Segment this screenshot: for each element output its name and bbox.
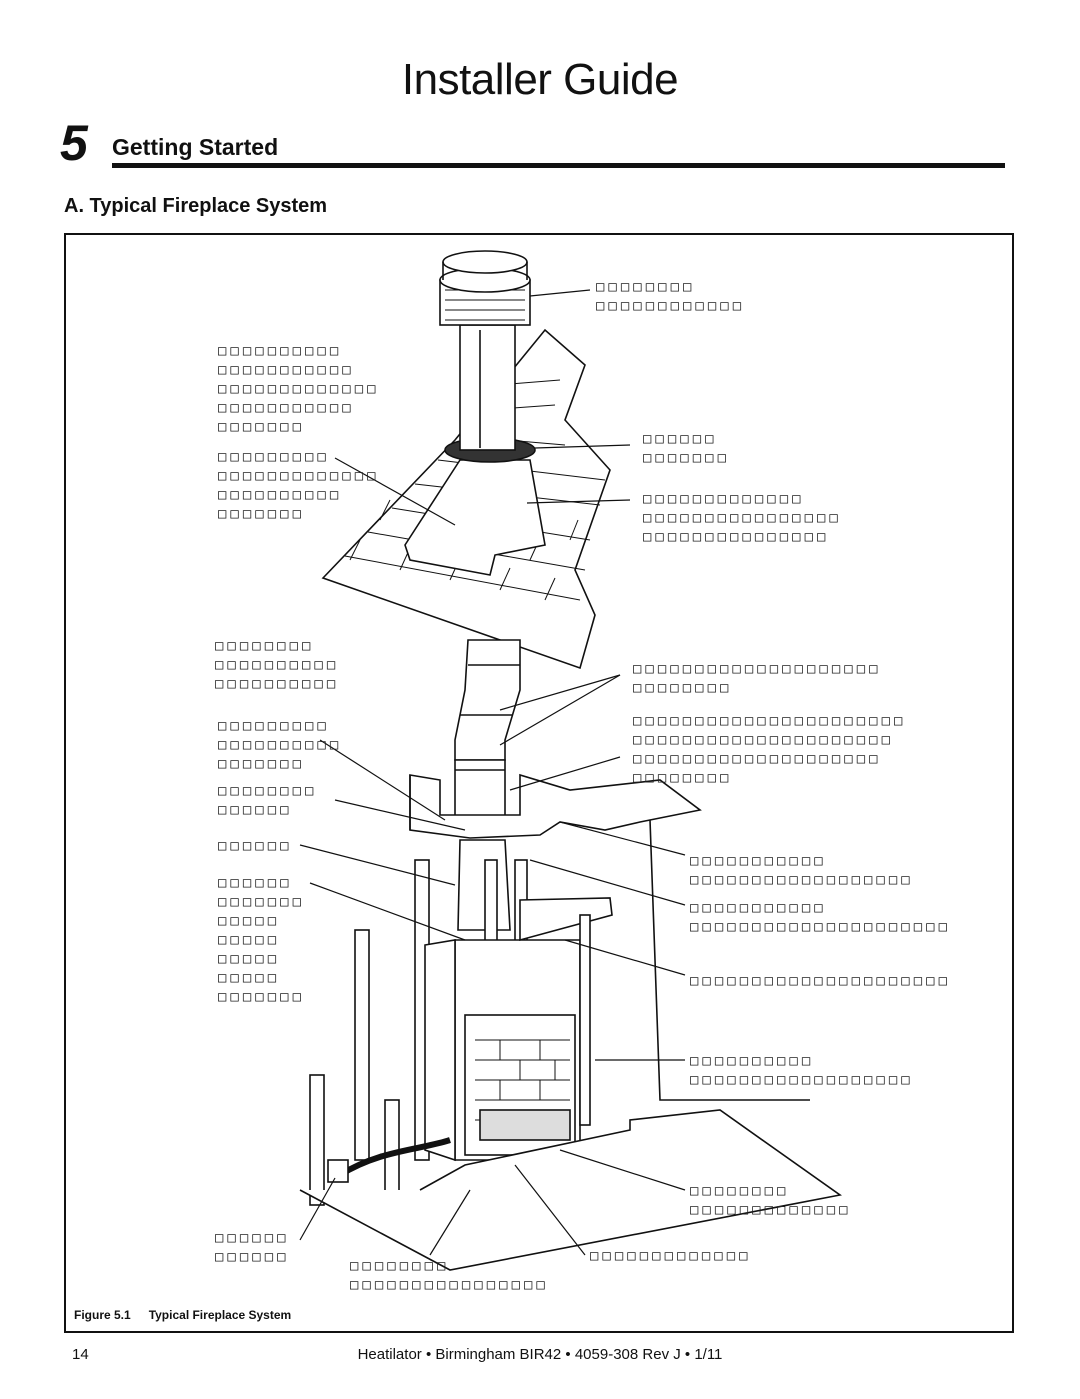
svg-text:□□□□□□□□: □□□□□□□□: [633, 680, 732, 696]
figure-frame: [64, 233, 1014, 1333]
svg-text:□□□□□□□: □□□□□□□: [218, 756, 305, 772]
svg-text:□□□□□□□□□□: □□□□□□□□□□: [215, 676, 339, 692]
svg-text:□□□□□□□□□□□□□□□□□□□□□: □□□□□□□□□□□□□□□□□□□□□: [690, 919, 951, 935]
svg-text:□□□□□□□□□: □□□□□□□□□: [218, 718, 330, 734]
svg-text:□□□□□□□□□□□□□: □□□□□□□□□□□□□: [590, 1248, 752, 1264]
page-footer: Heatilator • Birmingham BIR42 • 4059-308…: [357, 1346, 723, 1363]
svg-text:□□□□□□□: □□□□□□□: [218, 506, 305, 522]
section-rule: [112, 163, 1005, 168]
svg-text:□□□□□□□□□□□□□□□□□□: □□□□□□□□□□□□□□□□□□: [690, 872, 914, 888]
svg-text:□□□□□□□□□□□□□: □□□□□□□□□□□□□: [218, 468, 380, 484]
svg-text:□□□□□□□□: □□□□□□□□: [690, 1183, 789, 1199]
svg-text:□□□□□□: □□□□□□: [215, 1230, 290, 1246]
figure-caption: Figure 5.1 Typical Fireplace System: [74, 1308, 309, 1322]
svg-text:□□□□□□: □□□□□□: [215, 1249, 290, 1265]
svg-text:□□□□□□□□: □□□□□□□□: [218, 783, 317, 799]
svg-text:□□□□□□□□: □□□□□□□□: [633, 770, 732, 786]
svg-text:□□□□□□□□□□□□: □□□□□□□□□□□□: [596, 298, 745, 314]
svg-text:□□□□□□□□: □□□□□□□□: [596, 279, 695, 295]
section-number: 5: [60, 115, 88, 171]
svg-text:□□□□□□□□□: □□□□□□□□□: [218, 449, 330, 465]
svg-text:□□□□□□□□□□□□□□□□: □□□□□□□□□□□□□□□□: [350, 1277, 549, 1293]
svg-text:□□□□□□□: □□□□□□□: [218, 894, 305, 910]
svg-text:□□□□□□□□: □□□□□□□□: [350, 1258, 449, 1274]
svg-text:□□□□□□□: □□□□□□□: [218, 419, 305, 435]
ceiling-firestop: [409, 773, 702, 839]
svg-text:□□□□□□: □□□□□□: [643, 431, 718, 447]
mantel: [519, 897, 613, 942]
page-number: 14: [72, 1346, 89, 1363]
svg-text:□□□□□□□□□□: □□□□□□□□□□: [215, 657, 339, 673]
svg-text:□□□□□□□□□□□: □□□□□□□□□□□: [218, 362, 355, 378]
svg-text:□□□□□□□□□□□□□□□: □□□□□□□□□□□□□□□: [643, 529, 829, 545]
svg-text:□□□□□□□: □□□□□□□: [643, 450, 730, 466]
svg-text:□□□□□□: □□□□□□: [218, 838, 293, 854]
air-duct: [338, 1137, 451, 1178]
svg-text:□□□□□□□□□□□□□□□□□□□□□□: □□□□□□□□□□□□□□□□□□□□□□: [633, 713, 906, 729]
svg-text:□□□□□□□□□□□□□□□□□□□□□: □□□□□□□□□□□□□□□□□□□□□: [633, 732, 894, 748]
svg-text:□□□□□: □□□□□: [218, 932, 280, 948]
svg-text:□□□□□□: □□□□□□: [218, 875, 293, 891]
svg-text:□□□□□: □□□□□: [218, 970, 280, 986]
svg-text:□□□□□□□□□□□□□: □□□□□□□□□□□□□: [643, 491, 805, 507]
svg-text:□□□□□□□: □□□□□□□: [218, 989, 305, 1005]
svg-text:□□□□□□□□□□□□□□□□□□: □□□□□□□□□□□□□□□□□□: [690, 1072, 914, 1088]
svg-text:□□□□□□□□□□□□□: □□□□□□□□□□□□□: [218, 381, 380, 397]
svg-text:□□□□□□□□: □□□□□□□□: [215, 638, 314, 654]
figure-number: Figure 5.1: [74, 1308, 131, 1322]
svg-text:□□□□□□□□□□: □□□□□□□□□□: [218, 343, 342, 359]
svg-text:□□□□□□□□□□□□□: □□□□□□□□□□□□□: [690, 1202, 852, 1218]
svg-text:□□□□□: □□□□□: [218, 951, 280, 967]
grate: [479, 1109, 571, 1141]
svg-text:□□□□□□□□□□□: □□□□□□□□□□□: [218, 400, 355, 416]
svg-text:□□□□□□□□□□: □□□□□□□□□□: [218, 487, 342, 503]
svg-text:□□□□□□□□□□□□□□□□□□□□: □□□□□□□□□□□□□□□□□□□□: [633, 751, 882, 767]
svg-text:□□□□□□□□□□: □□□□□□□□□□: [218, 737, 342, 753]
subheading: A. Typical Fireplace System: [64, 195, 328, 217]
svg-text:□□□□□□□□□□: □□□□□□□□□□: [690, 1053, 814, 1069]
hearth-extension: [299, 1109, 842, 1271]
section-title: Getting Started: [112, 134, 279, 160]
svg-text:□□□□□□□□□□□: □□□□□□□□□□□: [690, 900, 827, 916]
figure-caption-text: Typical Fireplace System: [148, 1308, 292, 1322]
svg-text:□□□□□□□□□□□: □□□□□□□□□□□: [690, 853, 827, 869]
svg-text:□□□□□: □□□□□: [218, 913, 280, 929]
page-title: Installer Guide: [401, 55, 679, 104]
svg-text:□□□□□□□□□□□□□□□□□□□□□: □□□□□□□□□□□□□□□□□□□□□: [690, 973, 951, 989]
svg-text:□□□□□□: □□□□□□: [218, 802, 293, 818]
svg-text:□□□□□□□□□□□□□□□□□□□□: □□□□□□□□□□□□□□□□□□□□: [633, 661, 882, 677]
svg-text:□□□□□□□□□□□□□□□□: □□□□□□□□□□□□□□□□: [643, 510, 842, 526]
